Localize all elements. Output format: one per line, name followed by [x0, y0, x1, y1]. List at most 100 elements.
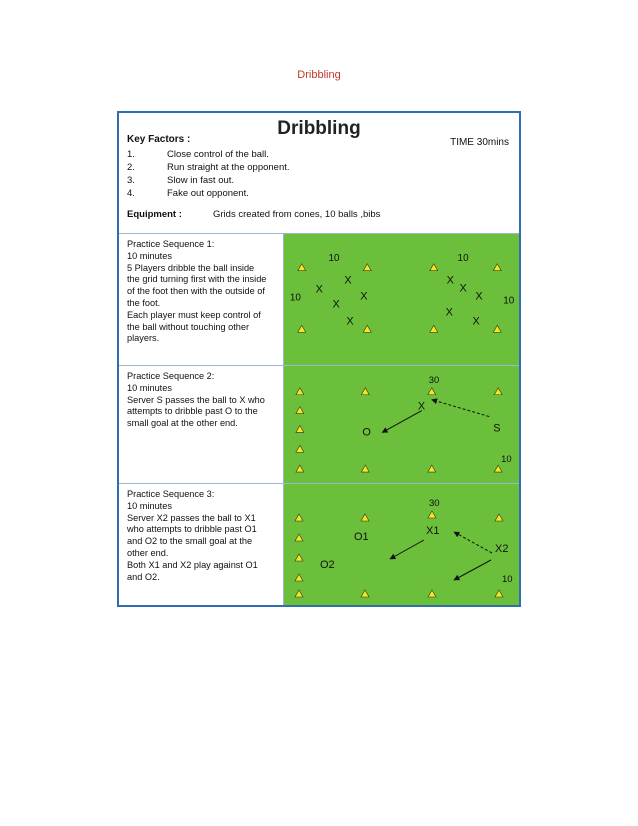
grid-label-top: 10 [458, 253, 470, 264]
corner-label: 10 [502, 574, 513, 585]
cone [295, 464, 305, 473]
field-diagram-1: 10 10 10 10 X X X X X X X X X X [284, 234, 519, 365]
grid-label-top: 10 [329, 253, 341, 264]
player-x: X [333, 298, 341, 310]
cone [294, 533, 304, 542]
cone [294, 589, 304, 598]
cone [494, 589, 504, 598]
diagram-2-svg: 30 X O S 10 [295, 374, 512, 473]
sequence-1-text: Practice Sequence 1: 10 minutes 5 Player… [119, 234, 284, 365]
cone [294, 553, 304, 562]
goal-label: 30 [429, 498, 440, 509]
player-x: X [344, 275, 352, 287]
sheet-title: Dribbling [277, 118, 361, 139]
cone [362, 263, 372, 272]
cone [493, 387, 503, 396]
key-factors-box: Dribbling TIME 30mins Key Factors : 1. Cl… [119, 113, 519, 234]
cone-group [297, 263, 502, 333]
player-x: X [316, 284, 324, 296]
grid-label-left: 10 [290, 292, 302, 303]
sequence-description: Server X2 passes the ball to X1 who atte… [127, 512, 258, 582]
cone [295, 406, 305, 414]
attacker-x1: X1 [426, 525, 439, 537]
key-factor-item: 4. Fake out opponent. [127, 188, 249, 199]
key-factor-number: 1. [127, 149, 135, 160]
cone [360, 387, 370, 396]
sequence-2-text: Practice Sequence 2: 10 minutes Server S… [119, 366, 284, 483]
run-arrow [453, 559, 492, 581]
goal-label: 30 [429, 374, 439, 385]
player-x: X [346, 315, 354, 327]
sequence-duration: 10 minutes [127, 500, 172, 511]
cone [429, 263, 439, 272]
cone-group [295, 387, 503, 473]
sequence-description: 5 Players dribble the ball inside the gr… [127, 262, 267, 344]
dribble-arrow [389, 539, 425, 560]
key-factor-text: Fake out opponent. [167, 188, 249, 199]
practice-sequence-3: Practice Sequence 3: 10 minutes Server X… [119, 484, 519, 605]
practice-sequence-1: Practice Sequence 1: 10 minutes 5 Player… [119, 234, 519, 366]
cone [360, 589, 370, 598]
cone [295, 444, 305, 453]
time-label: TIME 30mins [450, 137, 509, 148]
server-s: S [493, 422, 500, 434]
sequence-title: Practice Sequence 3: [127, 489, 215, 499]
cone [492, 263, 502, 272]
cone [429, 324, 439, 333]
player-x: X [475, 291, 483, 303]
key-factor-text: Slow in fast out. [167, 175, 235, 186]
key-factor-text: Close control of the ball. [167, 149, 269, 160]
cone [492, 324, 502, 333]
cone [362, 324, 372, 333]
key-factor-item: 1. Close control of the ball. [127, 149, 269, 160]
key-factor-item: 3. Slow in fast out. [127, 175, 234, 186]
cone [427, 510, 437, 519]
player-x: X [472, 315, 480, 327]
grid-label-right: 10 [503, 295, 515, 306]
key-factors-heading: Key Factors : [127, 134, 191, 145]
pass-arrow [453, 531, 493, 554]
diagram-1-svg: 10 10 10 10 X X X X X X X X X X [290, 253, 515, 333]
sequence-3-text: Practice Sequence 3: 10 minutes Server X… [119, 484, 284, 605]
player-x: X [360, 291, 368, 303]
player-x: X [460, 283, 468, 295]
key-factor-number: 2. [127, 162, 135, 173]
defender-o2: O2 [320, 559, 335, 571]
corner-label: 10 [501, 453, 511, 464]
cone [427, 464, 437, 473]
cone [294, 573, 304, 582]
sequence-description: Server S passes the ball to X who attemp… [127, 394, 265, 429]
sequence-title: Practice Sequence 2: [127, 371, 215, 381]
sequence-title: Practice Sequence 1: [127, 239, 215, 249]
cone [427, 589, 437, 598]
equipment-row: Equipment : Grids created from cones, 10 … [127, 209, 380, 220]
drill-sheet: Dribbling TIME 30mins Key Factors : 1. Cl… [117, 111, 521, 607]
player-x: X [446, 306, 454, 318]
cone [295, 424, 305, 433]
equipment-label: Equipment : [127, 209, 182, 220]
diagram-3-svg: 30 X1 O1 O2 X2 10 [294, 498, 513, 598]
key-factor-number: 3. [127, 175, 135, 186]
cone [360, 464, 370, 473]
dribble-arrow [381, 410, 423, 433]
cone [297, 324, 307, 333]
cone [295, 387, 305, 396]
cone [294, 513, 304, 522]
defender-o: O [362, 426, 370, 438]
cone [360, 513, 370, 522]
cone-group [294, 510, 504, 598]
sequence-duration: 10 minutes [127, 382, 172, 393]
cone [297, 263, 307, 272]
practice-sequence-2: Practice Sequence 2: 10 minutes Server S… [119, 366, 519, 484]
pass-arrow [431, 398, 490, 418]
field-diagram-2: 30 X O S 10 [284, 366, 519, 483]
equipment-text: Grids created from cones, 10 balls ,bibs [213, 209, 381, 220]
key-factor-item: 2. Run straight at the opponent. [127, 162, 290, 173]
cone [493, 464, 503, 473]
key-factor-number: 4. [127, 188, 135, 199]
attacker-x: X [418, 401, 426, 413]
server-x2: X2 [495, 543, 508, 555]
defender-o1: O1 [354, 531, 369, 543]
cone [427, 387, 437, 396]
key-factor-text: Run straight at the opponent. [167, 162, 290, 173]
